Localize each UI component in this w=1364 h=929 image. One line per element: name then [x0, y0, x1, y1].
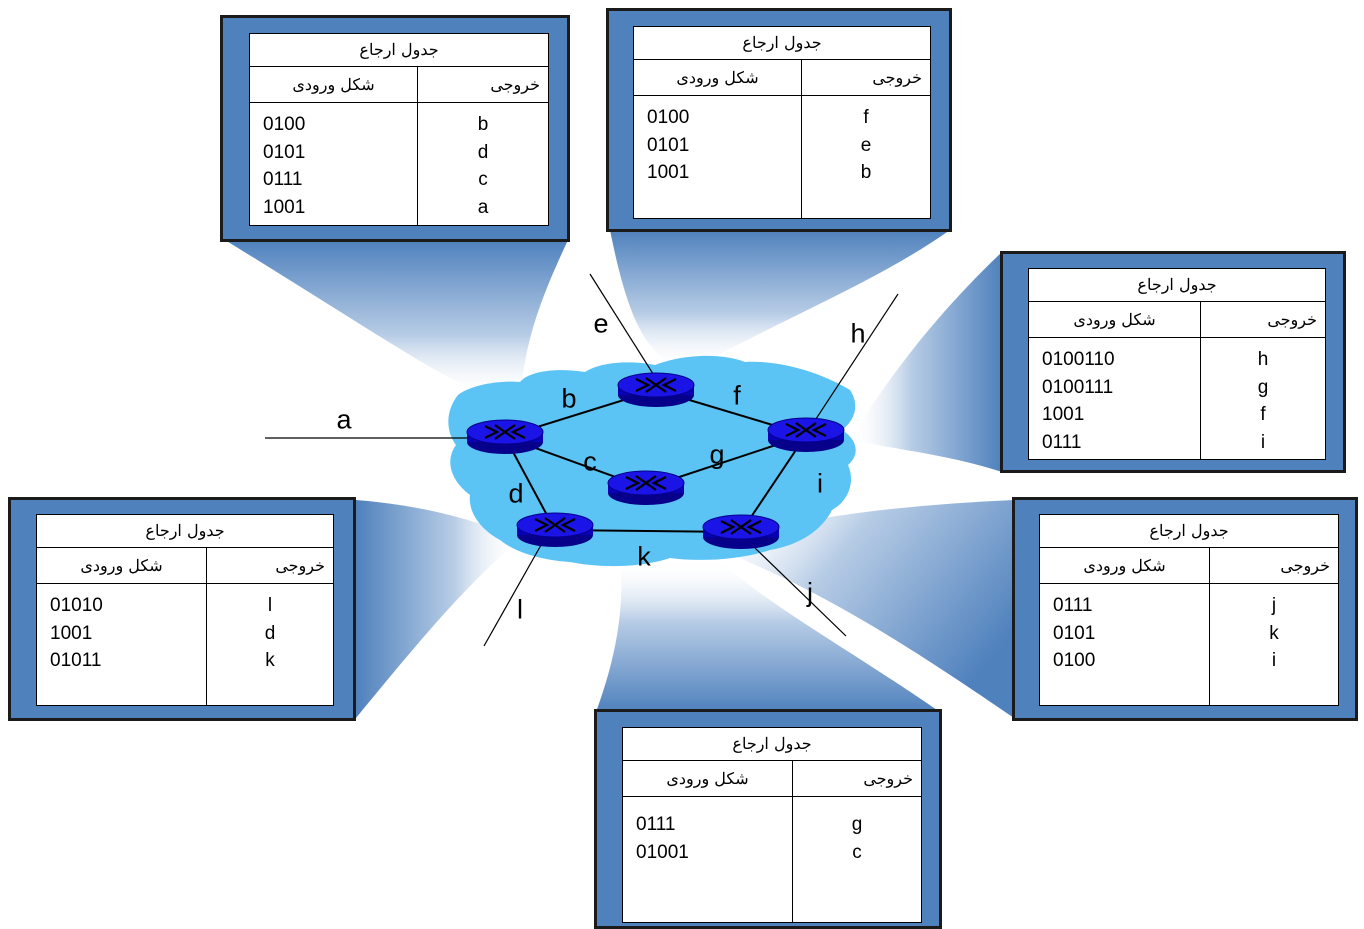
pattern-header: شکل ورودی: [37, 548, 207, 583]
link-label-c: c: [583, 446, 597, 477]
forwarding-table-top-left: جدول ارجاع شکل ورودی خروجی 0100 0101 011…: [220, 15, 570, 242]
pattern-cell: 01001: [636, 841, 689, 863]
output-cell: k: [265, 650, 275, 671]
link-label-f: f: [733, 380, 741, 411]
pattern-cell: 01011: [50, 650, 102, 671]
table-title: جدول ارجاع: [1029, 269, 1325, 302]
output-cell: d: [477, 141, 489, 163]
output-cell: i: [1260, 431, 1266, 453]
forwarding-table-left: جدول ارجاع شکل ورودی خروجی 01010 1001 01…: [8, 497, 356, 721]
link-label-j: j: [807, 577, 813, 608]
output-cell: h: [1257, 349, 1269, 370]
pattern-cell: 1001: [647, 162, 690, 183]
output-header: خروجی: [1267, 310, 1317, 329]
router-center: [606, 469, 686, 507]
forwarding-table-right: جدول ارجاع شکل ورودی خروجی 0100110 01001…: [1000, 251, 1346, 473]
link-label-g: g: [709, 439, 725, 470]
link-label-k: k: [637, 541, 651, 572]
router-bottom-right: [701, 513, 781, 551]
pattern-header: شکل ورودی: [623, 761, 793, 796]
output-header: خروجی: [1280, 556, 1330, 575]
pattern-cell: 0100111: [1042, 376, 1114, 398]
pattern-header: شکل ورودی: [1029, 302, 1201, 337]
pattern-cell: 01010: [50, 595, 103, 616]
output-cell: f: [863, 107, 869, 128]
beam-top-left: [225, 240, 568, 400]
beam-right: [850, 252, 1002, 472]
beam-top-center: [610, 230, 950, 370]
output-header: خروجی: [863, 769, 913, 788]
output-cell: f: [1260, 404, 1266, 425]
link-l-line: [483, 537, 546, 647]
output-cell: d: [264, 622, 276, 644]
pattern-cell: 0101: [647, 134, 690, 156]
beam-left: [356, 500, 520, 718]
table-title: جدول ارجاع: [37, 515, 333, 548]
output-cell: b: [860, 162, 872, 183]
pattern-cell: 0111: [263, 169, 303, 190]
pattern-cell: 1001: [1042, 404, 1085, 425]
beam-bottom-right: [720, 500, 1014, 718]
pattern-header: شکل ورودی: [1040, 548, 1210, 583]
pattern-cell: 0111: [1053, 595, 1093, 616]
link-j-line: [754, 547, 847, 637]
forwarding-table-bottom-right: جدول ارجاع شکل ورودی خروجی 0111 0101 010…: [1012, 497, 1358, 721]
output-cell: c: [478, 169, 488, 190]
router-bottom-left: [515, 511, 595, 549]
output-cell: l: [267, 595, 273, 616]
pattern-cell: 1001: [50, 622, 93, 644]
pattern-cell: 0101: [263, 141, 306, 163]
output-header: خروجی: [275, 556, 325, 575]
table-title: جدول ارجاع: [623, 728, 921, 761]
output-cell: b: [477, 114, 489, 135]
forwarding-table-bottom-center: جدول ارجاع شکل ورودی خروجی 0111 01001 g …: [594, 709, 942, 929]
output-cell: k: [1269, 622, 1279, 644]
pattern-cell: 1001: [263, 196, 306, 218]
pattern-header: شکل ورودی: [634, 60, 802, 95]
output-cell: a: [477, 196, 489, 218]
link-label-a: a: [336, 404, 352, 435]
pattern-cell: 0111: [636, 814, 676, 835]
pattern-cell: 0100: [263, 114, 306, 135]
forwarding-table-top-center: جدول ارجاع شکل ورودی خروجی 0100 0101 100…: [606, 8, 952, 232]
link-e-line: [589, 273, 656, 378]
table-title: جدول ارجاع: [634, 27, 930, 60]
router-top: [616, 371, 696, 409]
link-label-i: i: [817, 468, 823, 499]
output-cell: i: [1271, 650, 1277, 671]
pattern-header: شکل ورودی: [250, 67, 418, 102]
output-cell: g: [851, 814, 863, 835]
link-label-h: h: [850, 318, 866, 349]
router-left: [465, 418, 545, 456]
link-label-e: e: [593, 308, 609, 339]
pattern-cell: 0100: [1053, 650, 1096, 671]
link-h-line: [811, 293, 899, 426]
table-title: جدول ارجاع: [250, 34, 548, 67]
beam-bottom-center: [596, 560, 940, 712]
output-header: خروجی: [872, 68, 922, 87]
pattern-cell: 0100110: [1042, 349, 1115, 370]
link-label-l: l: [517, 594, 523, 625]
pattern-cell: 0101: [1053, 622, 1096, 644]
output-cell: j: [1271, 595, 1277, 616]
link-label-d: d: [508, 478, 524, 509]
table-title: جدول ارجاع: [1040, 515, 1338, 548]
router-right: [766, 416, 846, 454]
pattern-cell: 0100: [647, 107, 690, 128]
output-header: خروجی: [490, 75, 540, 94]
output-cell: g: [1257, 376, 1269, 398]
pattern-cell: 0111: [1042, 431, 1082, 453]
output-cell: e: [860, 134, 872, 156]
output-cell: c: [852, 841, 862, 863]
link-label-b: b: [561, 383, 577, 414]
